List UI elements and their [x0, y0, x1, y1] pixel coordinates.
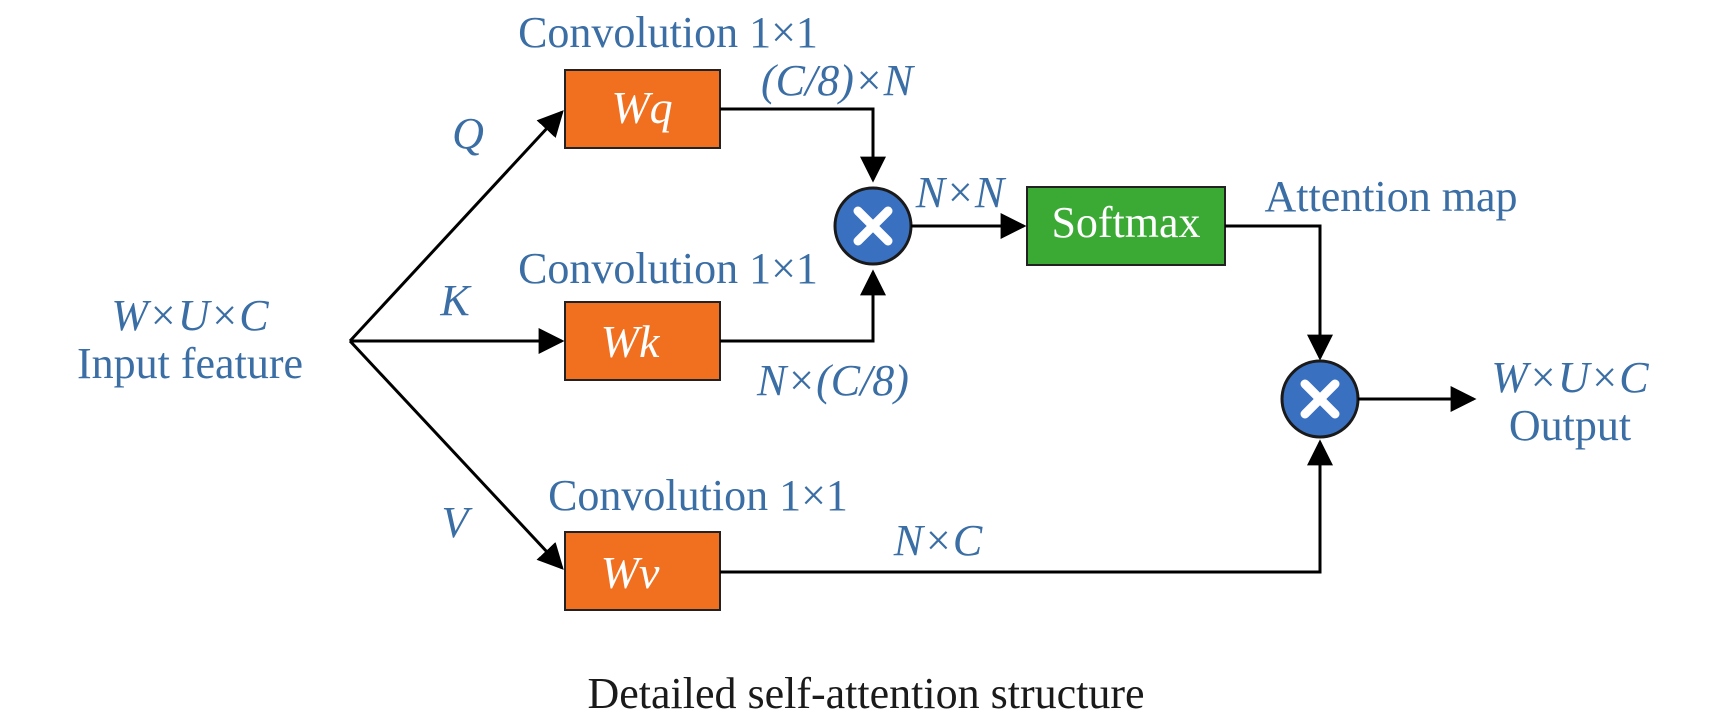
- diagram-caption: Detailed self-attention structure: [587, 669, 1144, 718]
- multiply-operator-1: [833, 186, 913, 266]
- softmax-box: [1026, 186, 1226, 266]
- edge-softmax-to-mult2: [1225, 224, 1333, 361]
- wv-label: Wv: [601, 547, 660, 598]
- wk-box: [564, 301, 721, 381]
- query-letter: Q: [452, 109, 484, 158]
- edge-wq-to-mult1: [720, 107, 886, 183]
- attention-map-label: Attention map: [1265, 172, 1518, 221]
- k-shape-label: N×(C/8): [756, 356, 909, 405]
- softmax-label: Softmax: [1051, 198, 1200, 247]
- conv-label-v: Convolution 1×1: [548, 471, 848, 520]
- q-shape-label: (C/8)×N: [761, 56, 916, 105]
- output-label: Output: [1509, 401, 1631, 450]
- input-dims-label: W×U×C: [111, 291, 269, 340]
- product-shape-label: N×N: [915, 168, 1007, 217]
- multiply-icon: [1300, 379, 1340, 419]
- wq-label: Wq: [611, 82, 672, 133]
- wk-label: Wk: [601, 316, 661, 367]
- input-feature-label: Input feature: [77, 339, 303, 388]
- value-letter: V: [442, 498, 474, 547]
- edge-wv-to-mult2: [720, 439, 1333, 574]
- wv-box: [564, 531, 721, 611]
- multiply-icon: [853, 206, 893, 246]
- v-shape-label: N×C: [893, 516, 983, 565]
- wq-box: [564, 69, 721, 149]
- output-dims-label: W×U×C: [1491, 353, 1649, 402]
- conv-label-k: Convolution 1×1: [518, 244, 818, 293]
- key-letter: K: [439, 276, 472, 325]
- multiply-operator-2: [1280, 359, 1360, 439]
- edge-wk-to-mult1: [720, 269, 886, 343]
- conv-label-q: Convolution 1×1: [518, 8, 818, 57]
- edge-input-to-wq: [348, 110, 564, 343]
- edge-input-to-wv: [348, 339, 564, 570]
